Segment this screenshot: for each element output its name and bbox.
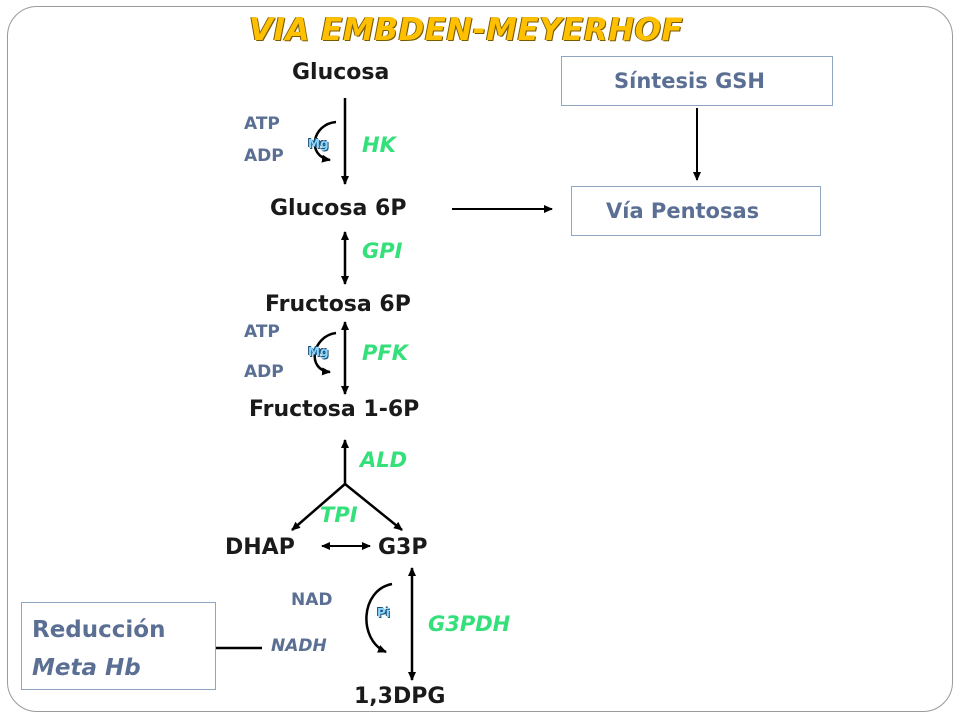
enzyme-ald: ALD [360,448,408,472]
hk-cofactor-curve [313,120,337,163]
box-pentose-pathway: Vía Pentosas [571,186,821,236]
cofactor-hk-adp: ADP [244,146,284,166]
cofactor-pfk-atp: ATP [244,322,280,342]
box-reduction-line1: Reducción [32,617,166,643]
ion-pfk-mg: Mg [308,345,329,359]
box-gsh-label: Síntesis GSH [614,69,765,93]
pfk-cofactor-curve [313,331,337,376]
enzyme-pfk: PFK [362,341,409,365]
slide-frame [7,6,953,712]
metabolite-dhap: DHAP [225,535,295,560]
enzyme-hk: HK [362,133,396,157]
enzyme-tpi: TPI [320,503,358,527]
metabolite-fructose-6p: Fructosa 6P [265,292,411,317]
enzyme-gpi: GPI [362,239,403,263]
metabolite-13dpg: 1,3DPG [354,684,446,709]
box-reduction-line2: Meta Hb [32,655,141,681]
cofactor-pfk-adp: ADP [244,362,284,382]
enzyme-g3pdh: G3PDH [428,612,511,636]
g3pdh-cofactor-curve [365,582,393,654]
box-methb-reduction: Reducción Meta Hb [21,602,216,690]
cofactor-g3pdh-nadh: NADH [271,636,327,656]
metabolite-glucose: Glucosa [292,60,390,85]
diagram-title: VIA EMBDEN-MEYERHOF [249,12,684,48]
ion-hk-mg: Mg [308,137,329,151]
metabolite-fructose-16p: Fructosa 1-6P [249,397,420,422]
box-pentose-label: Vía Pentosas [606,199,760,223]
arrow-ald-g3p [344,483,403,531]
metabolite-g3p: G3P [378,535,428,560]
cofactor-hk-atp: ATP [244,114,280,134]
ion-g3pdh-pi: Pi [377,606,390,620]
metabolite-glucose-6p: Glucosa 6P [270,196,407,221]
arrow-ald-dhap [291,483,346,531]
box-gsh-synthesis: Síntesis GSH [561,56,833,106]
cofactor-g3pdh-nad: NAD [291,590,333,610]
